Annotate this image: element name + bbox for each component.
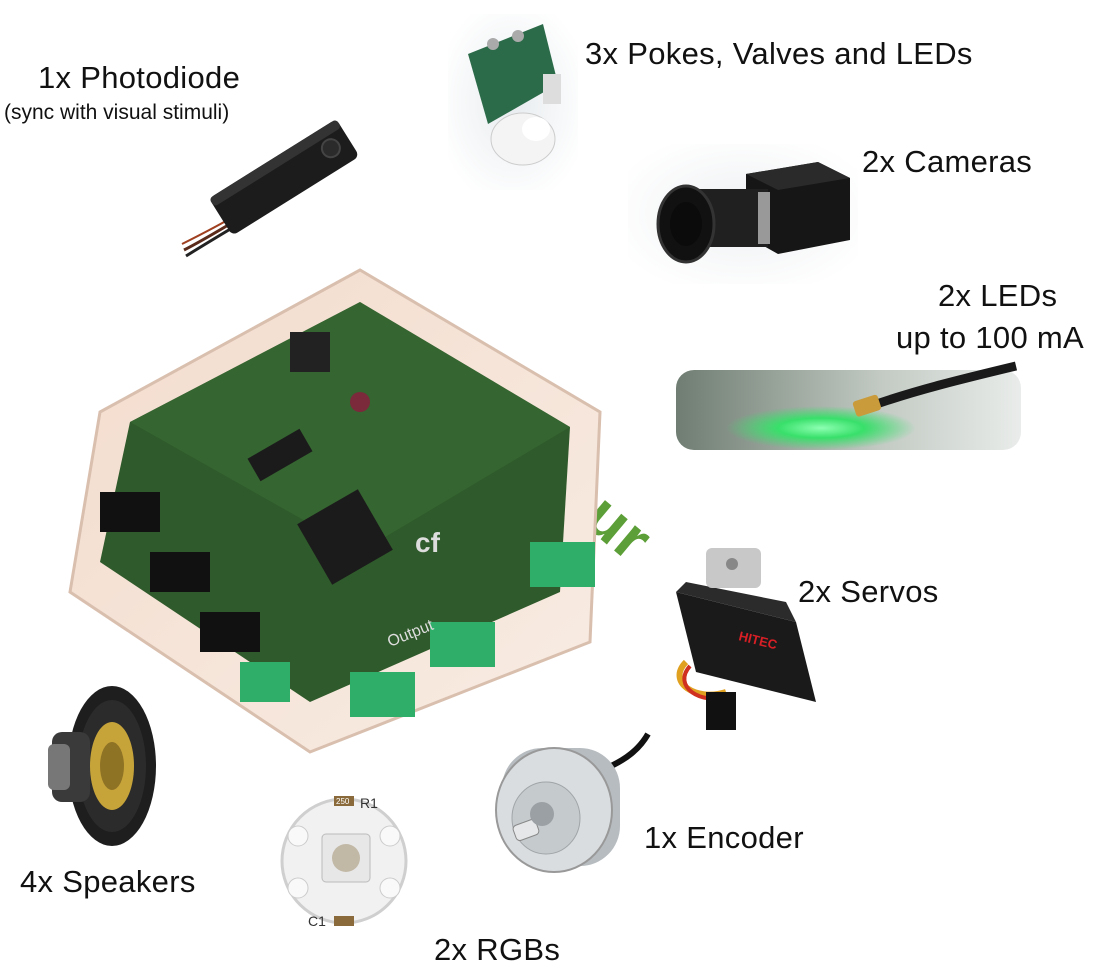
encoder-label: 1x Encoder <box>644 820 804 855</box>
board-logo: cf <box>415 527 441 558</box>
led-fiber-image <box>676 361 1021 450</box>
encoder-image <box>495 732 651 873</box>
rgb-c1-marking: C1 <box>308 913 326 929</box>
rgb-led-image: R1 C1 250 <box>280 795 408 929</box>
pokes-label: 3x Pokes, Valves and LEDs <box>585 36 973 71</box>
photodiode-image <box>181 120 358 258</box>
rgbs-label: 2x RGBs <box>434 932 561 967</box>
speakers-label: 4x Speakers <box>20 864 196 899</box>
rgb-resistor-marking: 250 <box>336 797 350 806</box>
leds-label-line2: up to 100 mA <box>896 320 1084 355</box>
photodiode-sublabel: (sync with visual stimuli) <box>4 101 230 124</box>
main-board-image: cf Output <box>68 268 602 754</box>
cameras-label: 2x Cameras <box>862 144 1033 179</box>
speaker-image <box>48 686 156 846</box>
servo-image: HITEC <box>676 548 816 730</box>
servos-label: 2x Servos <box>798 574 939 609</box>
rgb-r1-marking: R1 <box>360 795 378 811</box>
photodiode-label: 1x Photodiode <box>38 60 241 95</box>
leds-label-line1: 2x LEDs <box>938 278 1058 313</box>
pokes-image <box>448 14 578 190</box>
camera-image <box>628 144 858 284</box>
